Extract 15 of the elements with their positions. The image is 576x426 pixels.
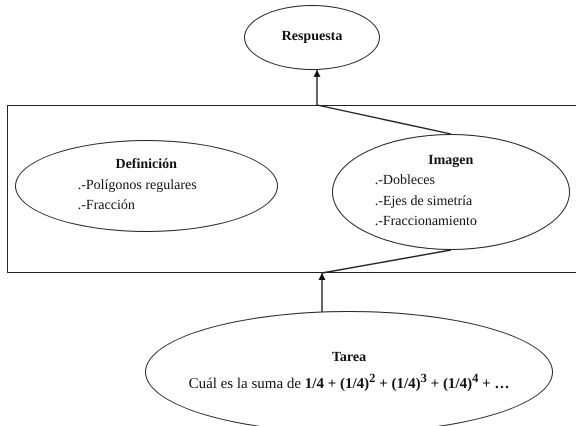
arrow: [318, 273, 326, 312]
group-box-node: [7, 105, 576, 273]
list-item: .-Fracción: [76, 196, 136, 215]
task-question: Cuál es la suma de 1/4 + (1/4)$^{2}$ + (1/4)$^{3}$ + (1/4)$^{4}$ + …: [188, 370, 510, 394]
list-item: .-Ejes de simetría: [374, 192, 474, 211]
list-item: .-Polígonos regulares: [76, 176, 198, 195]
node-title: Imagen: [427, 152, 474, 170]
connector-line: [316, 104, 452, 135]
arrow: [314, 70, 320, 105]
node-title: Tarea: [330, 349, 368, 368]
node-title: Definición: [114, 156, 178, 174]
connector-line: [322, 249, 452, 274]
node-title: Respuesta: [280, 28, 344, 46]
list-item: .-Dobleces: [374, 172, 436, 190]
list-item: .-Fraccionamiento: [374, 212, 478, 231]
